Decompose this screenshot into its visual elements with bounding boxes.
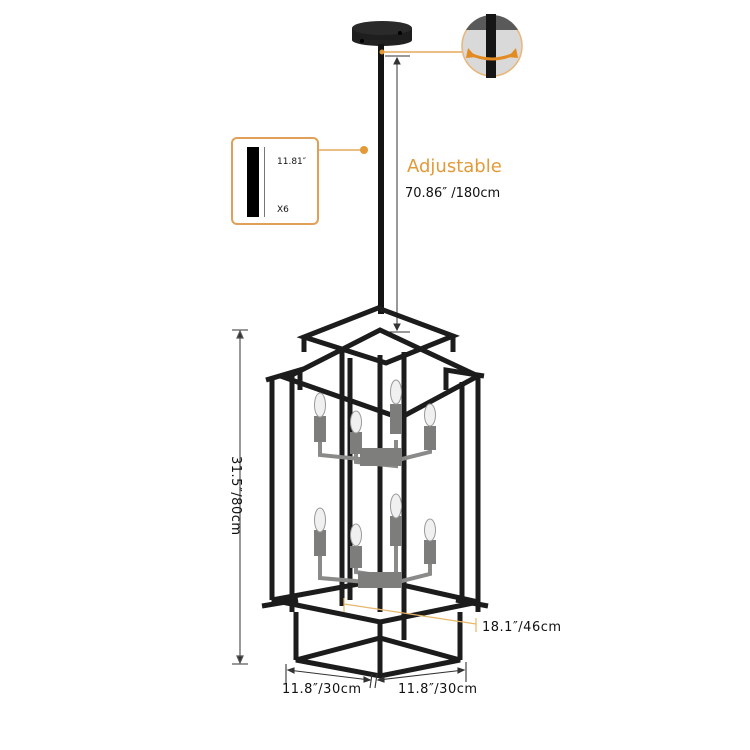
height-dimension-line (232, 329, 248, 665)
ceiling-canopy (352, 21, 412, 46)
callout-dot-icon (360, 146, 368, 154)
diagonal-dimension-line (343, 598, 477, 632)
rod-segment-count: X6 (277, 205, 289, 215)
upper-candle-cluster (318, 440, 432, 469)
rod-length-label: 70.86″ /180cm (405, 186, 501, 201)
rotation-arrow-icon (461, 14, 523, 78)
rod-segment-swatch (247, 147, 259, 217)
diagonal-width-label: 18.1″/46cm (482, 620, 562, 635)
height-label: 31.5″/80cm (228, 456, 243, 536)
rod-segment-length: 11.81″ (277, 157, 307, 167)
rod-segment-callout: 11.81″ X6 (231, 137, 319, 225)
lower-candle-cluster (318, 540, 432, 588)
lantern-frame (261, 305, 489, 679)
candle-bulbs (314, 379, 436, 568)
bottom-dimension-lines (285, 662, 467, 689)
width-left-label: 11.8″/30cm (282, 682, 362, 697)
swivel-leader-dot (379, 49, 385, 55)
down-rod (378, 44, 384, 314)
width-right-label: 11.8″/30cm (398, 682, 478, 697)
rod-segment-measure-line (264, 147, 265, 217)
adjustable-title: Adjustable (407, 156, 502, 177)
